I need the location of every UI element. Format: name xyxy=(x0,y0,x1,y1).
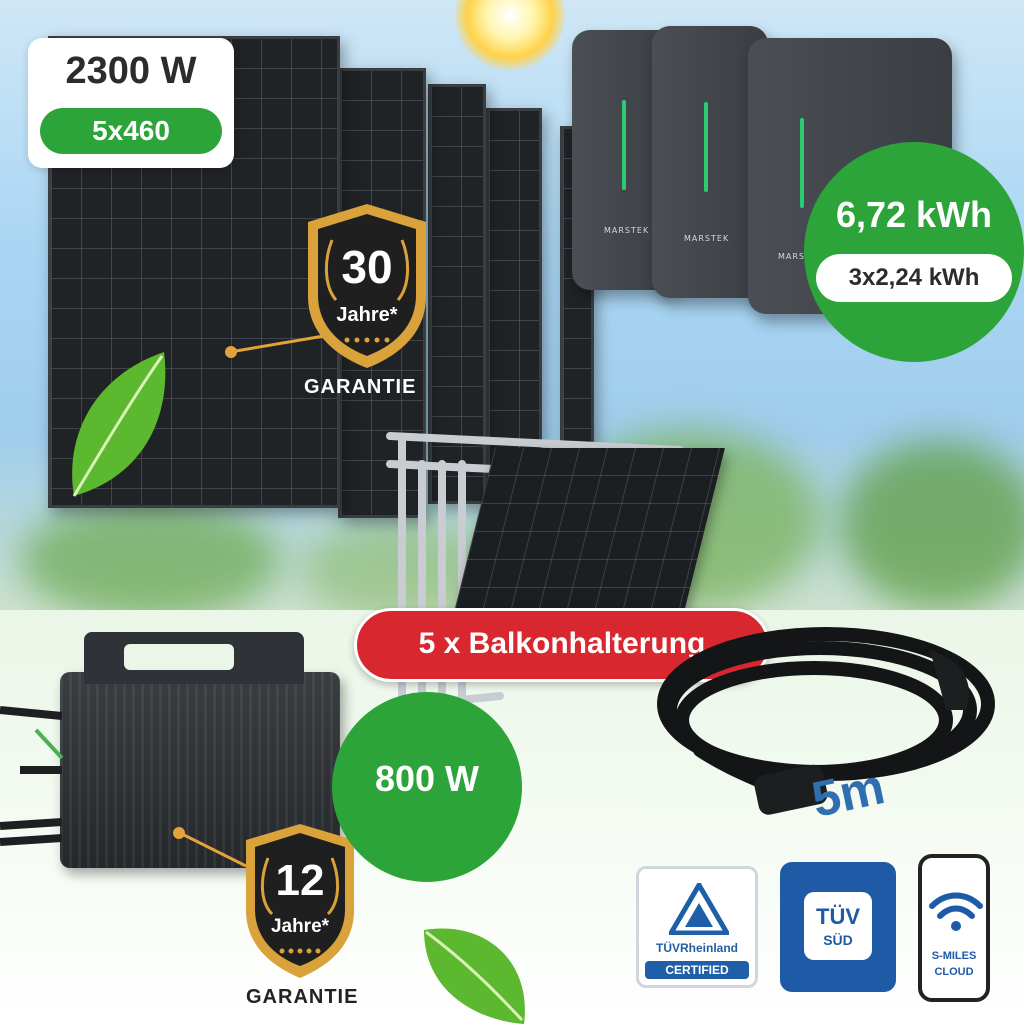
storage-units: 3x2,24 kWh xyxy=(816,254,1012,302)
module-count: 5x460 xyxy=(40,108,222,154)
warranty-connector-line xyxy=(173,827,247,868)
leaf-icon xyxy=(424,928,525,1024)
warranty-unit: Jahre* xyxy=(336,304,398,326)
tuv-rheinland-status: CERTIFIED xyxy=(645,961,749,979)
star-icon xyxy=(279,948,321,954)
warranty-connector-line xyxy=(225,334,325,358)
leaf-icon xyxy=(72,352,166,497)
warranty-shield-panels: 30 Jahre* xyxy=(302,200,432,370)
inverter-power: 800 W xyxy=(374,758,480,799)
s-miles-cloud-badge: S-MILES CLOUD xyxy=(918,854,990,1002)
warranty-unit: Jahre* xyxy=(270,916,330,937)
battery-brand: MARSTEK xyxy=(684,234,730,243)
solar-panel xyxy=(486,108,542,488)
power-badge: 2300 W 5x460 xyxy=(28,38,234,168)
storage-total: 6,72 kWh xyxy=(835,194,993,235)
tuv-sud-name: TÜV xyxy=(816,904,860,929)
background-tree xyxy=(840,440,1024,610)
battery-brand: MARSTEK xyxy=(604,226,650,235)
background-tree xyxy=(20,500,280,620)
cable-coil xyxy=(657,627,995,815)
wifi-icon xyxy=(929,892,983,931)
warranty-label: GARANTIE xyxy=(246,986,359,1008)
star-icon xyxy=(344,337,390,343)
tuv-triangle-icon xyxy=(669,883,729,935)
tuv-rheinland-badge: TÜVRheinland CERTIFIED xyxy=(636,866,758,988)
laurel-icon xyxy=(246,824,354,978)
inverter-power-badge: 800 W xyxy=(332,692,522,882)
laurel-icon xyxy=(308,204,426,368)
s-miles-line1: S-MILES xyxy=(931,950,977,962)
status-led xyxy=(800,118,804,208)
status-led xyxy=(622,100,626,190)
tuv-rheinland-name: TÜVRheinland xyxy=(655,941,738,955)
status-led xyxy=(704,102,708,192)
warranty-years: 12 xyxy=(275,856,325,905)
storage-badge: 6,72 kWh 3x2,24 kWh xyxy=(804,142,1024,362)
solar-panel xyxy=(428,84,486,504)
inverter-bracket-hole xyxy=(124,644,234,670)
warranty-label: GARANTIE xyxy=(304,376,417,398)
tuv-sud-badge: TÜV SÜD xyxy=(780,862,896,992)
tuv-sud-sub: SÜD xyxy=(823,932,853,948)
tuv-sud-octagon xyxy=(804,892,872,960)
s-miles-line2: CLOUD xyxy=(934,966,974,978)
warranty-shield-inverter: 12 Jahre* xyxy=(240,820,360,980)
warranty-years: 30 xyxy=(341,241,393,293)
total-power: 2300 W xyxy=(65,50,197,92)
battery-brand: MARSTEK xyxy=(778,252,824,261)
